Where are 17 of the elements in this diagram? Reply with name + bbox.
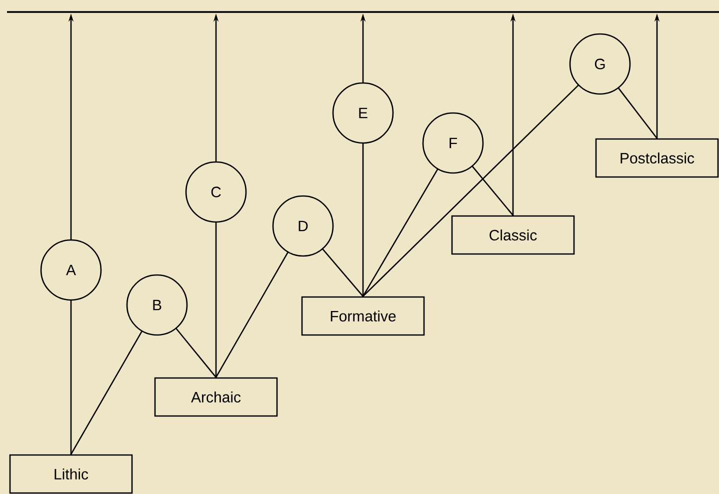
stage-box: Archaic [154, 377, 278, 417]
horizon-line [7, 11, 719, 13]
connector-line [618, 88, 658, 139]
connector-line [215, 252, 288, 378]
stage-box: Lithic [9, 454, 133, 494]
stage-box: Postclassic [595, 138, 719, 178]
connector-line [70, 330, 142, 455]
connector-line [215, 222, 217, 378]
connector-line [472, 166, 514, 216]
stage-box: Formative [301, 296, 425, 336]
connector-line [362, 84, 579, 297]
connector-line [362, 168, 438, 297]
stage-box: Classic [451, 215, 575, 255]
connector-line [176, 328, 217, 378]
connector-line [362, 143, 364, 297]
connector-line [70, 300, 72, 455]
connector-line [322, 248, 364, 297]
